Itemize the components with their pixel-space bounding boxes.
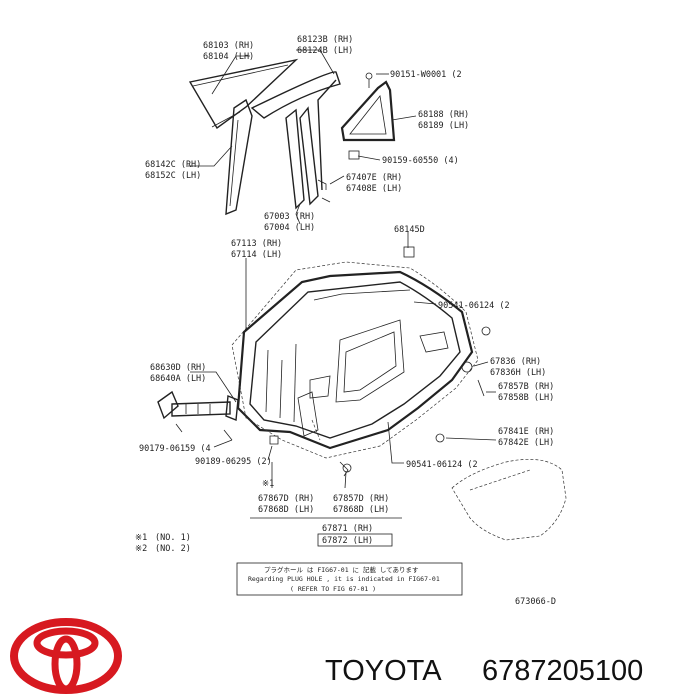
- reference-line-2: Regarding PLUG HOLE , it is indicated in…: [248, 575, 440, 583]
- label-67857b: 67857B (RH): [498, 382, 554, 392]
- label-68104: 68104 (LH): [203, 52, 254, 62]
- label-68103: 68103 (RH): [203, 41, 254, 51]
- label-68123b: 68123B (RH): [297, 35, 353, 45]
- label-90541-upper: 90541-06124 (2: [438, 301, 510, 311]
- label-67872: 67872 (LH): [322, 536, 373, 546]
- note-2-text: (NO. 2): [155, 544, 191, 554]
- label-67004: 67004 (LH): [264, 223, 315, 233]
- label-67836: 67836 (RH): [490, 357, 541, 367]
- part-number: 6787205100: [482, 655, 643, 687]
- note-1-text: (NO. 1): [155, 533, 191, 543]
- label-90159: 90159-60550 (4): [382, 156, 459, 166]
- door-shell: [236, 270, 474, 450]
- reference-line-3: ( REFER TO FIG 67-01 ): [290, 585, 376, 593]
- leader-lines: [188, 49, 497, 519]
- weatherstrip: [231, 261, 479, 459]
- label-68630d: 68630D (RH): [150, 363, 206, 373]
- label-90179: 90179-06159 (4: [139, 444, 211, 454]
- legend-notes: ※1 (NO. 1) ※2 (NO. 2): [135, 533, 191, 554]
- label-90541-lower: 90541-06124 (2: [406, 460, 478, 470]
- reference-line-1: プラグホール は FIG67-01 に 記載 してあります: [264, 565, 419, 574]
- note-2-symbol: ※2: [135, 544, 147, 554]
- label-star1: ※1: [262, 479, 274, 489]
- service-hole-cover: [451, 459, 567, 541]
- label-67408e: 67408E (LH): [346, 184, 402, 194]
- label-67868d-left: 67868D (LH): [258, 505, 314, 515]
- label-68152c: 68152C (LH): [145, 171, 201, 181]
- label-67407e: 67407E (RH): [346, 173, 402, 183]
- brand-name: TOYOTA: [325, 655, 442, 687]
- part-labels: 68103 (RH) 68104 (LH) 68123B (RH) 68124B…: [139, 35, 554, 547]
- note-1-symbol: ※1: [135, 533, 147, 543]
- label-68145d: 68145D: [394, 225, 425, 235]
- label-90189: 90189-06295 (2): [195, 457, 272, 467]
- label-67858b: 67858B (LH): [498, 393, 554, 403]
- label-67867d: 67867D (RH): [258, 494, 314, 504]
- toyota-logo-icon: [10, 618, 122, 694]
- label-68124b: 68124B (LH): [297, 46, 353, 56]
- diagram-code: 673066-D: [515, 597, 556, 607]
- label-68640a: 68640A (LH): [150, 374, 206, 384]
- window-glass: [188, 58, 299, 130]
- label-68189: 68189 (LH): [418, 121, 469, 131]
- highlight-box-67872: [317, 533, 393, 547]
- label-67836h: 67836H (LH): [490, 368, 546, 378]
- division-bar: [225, 98, 253, 216]
- label-67003: 67003 (RH): [264, 212, 315, 222]
- label-67868d-right: 67868D (LH): [333, 505, 389, 515]
- label-67841e: 67841E (RH): [498, 427, 554, 437]
- label-68142c: 68142C (RH): [145, 160, 201, 170]
- clips: [175, 72, 491, 477]
- glass-run-strips: [250, 71, 341, 210]
- lower-parts: [297, 391, 352, 473]
- label-68188: 68188 (RH): [418, 110, 469, 120]
- label-67114: 67114 (LH): [231, 250, 282, 260]
- label-67842e: 67842E (LH): [498, 438, 554, 448]
- door-check: [157, 390, 239, 421]
- label-67871: 67871 (RH): [322, 524, 373, 534]
- label-90151: 90151-W0001 (2: [390, 70, 462, 80]
- reference-box: プラグホール は FIG67-01 に 記載 してあります Regarding …: [236, 562, 463, 596]
- label-67857d: 67857D (RH): [333, 494, 389, 504]
- quarter-glass: [340, 80, 396, 142]
- label-67113: 67113 (RH): [231, 239, 282, 249]
